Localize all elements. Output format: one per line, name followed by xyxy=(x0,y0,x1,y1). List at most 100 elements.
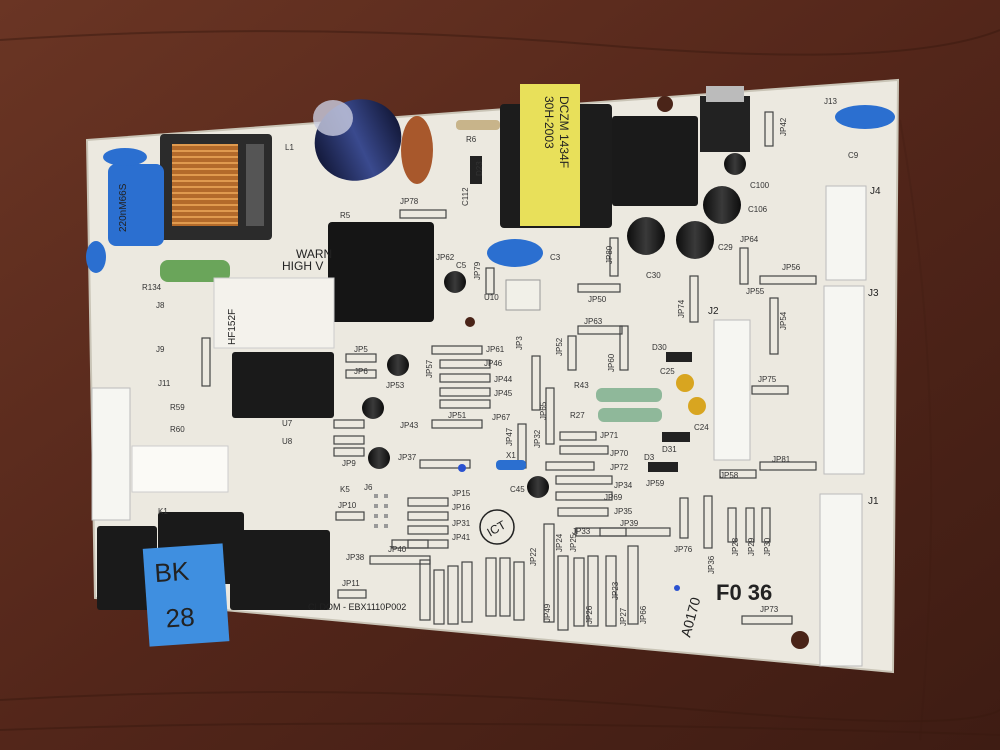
label-jp16: JP16 xyxy=(452,503,471,512)
green-resistor xyxy=(160,260,230,282)
label-jp22: JP22 xyxy=(529,547,538,566)
handwritten-sticker: BK 28 xyxy=(142,543,230,647)
jumper-outlines xyxy=(201,111,817,631)
label-jp33: JP33 xyxy=(572,527,591,536)
label-jp41: JP41 xyxy=(452,533,471,542)
electrolytic-cap xyxy=(387,354,409,376)
blue-disc-capacitor xyxy=(487,239,543,267)
resistor xyxy=(598,408,662,422)
label-jp5: JP5 xyxy=(354,345,368,354)
bulk-capacitor xyxy=(313,99,402,181)
blue-disc-capacitor xyxy=(86,241,106,273)
connector-j4 xyxy=(825,185,867,281)
label-c5: C5 xyxy=(456,261,467,270)
label-c29: C29 xyxy=(718,243,733,252)
electrolytic-cap xyxy=(444,271,466,293)
voltage-regulator xyxy=(700,96,750,152)
label-j3: J3 xyxy=(868,288,879,299)
diode xyxy=(648,462,678,472)
power-terminal-block xyxy=(328,222,434,322)
label-jp38: JP38 xyxy=(346,553,365,562)
label-j4: J4 xyxy=(870,186,881,197)
label-r43: R43 xyxy=(574,381,589,390)
label-c30: C30 xyxy=(646,271,661,280)
electrolytic-cap xyxy=(676,221,714,259)
label-j13: J13 xyxy=(824,97,837,106)
label-jp75: JP75 xyxy=(758,375,777,384)
board-code-f036: F0 36 xyxy=(716,580,772,605)
label-jp69: JP69 xyxy=(604,493,623,502)
heatsink xyxy=(612,116,698,206)
electrolytic-cap xyxy=(627,217,665,255)
label-jp43: JP43 xyxy=(400,421,419,430)
label-d31: D31 xyxy=(662,445,677,454)
label-j6: J6 xyxy=(364,483,373,492)
yellow-tantalum-cap xyxy=(688,397,706,415)
diode xyxy=(662,432,690,442)
black-relay xyxy=(232,352,334,418)
label-jp50: JP50 xyxy=(588,295,607,304)
electrolytic-cap xyxy=(527,476,549,498)
label-jp79: JP79 xyxy=(473,261,482,280)
label-j11: J11 xyxy=(158,379,171,388)
relay-label: HF152F xyxy=(227,309,238,345)
label-r60: R60 xyxy=(170,425,185,434)
blue-disc-capacitor xyxy=(835,105,895,129)
label-jp72: JP72 xyxy=(610,463,629,472)
resistor xyxy=(596,388,662,402)
label-c25: C25 xyxy=(660,367,675,376)
label-c24: C24 xyxy=(694,423,709,432)
board-part-number: CI DOM - EBX1110P002 xyxy=(308,602,406,612)
label-l1: L1 xyxy=(285,143,294,152)
label-jp47: JP47 xyxy=(505,427,514,446)
label-jp67: JP67 xyxy=(492,413,511,422)
connector-j1 xyxy=(819,493,863,667)
filter-cap-label: 220nM66S xyxy=(118,183,129,232)
label-jp74: JP74 xyxy=(677,299,686,318)
label-jp30: JP30 xyxy=(763,537,772,556)
label-jp40: JP40 xyxy=(388,545,407,554)
label-jp80: JP80 xyxy=(605,245,614,264)
label-jp51: JP51 xyxy=(448,411,467,420)
electrolytic-cap xyxy=(703,186,741,224)
label-d30: D30 xyxy=(652,343,667,352)
label-r59: R59 xyxy=(170,403,185,412)
label-c112: C112 xyxy=(461,187,470,206)
label-jp71: JP71 xyxy=(600,431,619,440)
label-jp35: JP35 xyxy=(614,507,633,516)
label-jp49: JP49 xyxy=(543,603,552,622)
label-jp52: JP52 xyxy=(555,337,564,356)
label-j9: J9 xyxy=(156,345,165,354)
label-jp27: JP27 xyxy=(619,607,628,626)
pin-header xyxy=(374,494,388,528)
transformer-label-2: DCZM 1434F xyxy=(557,96,571,168)
label-d3: D3 xyxy=(644,453,655,462)
label-c9: C9 xyxy=(848,151,859,160)
label-jp59: JP59 xyxy=(646,479,665,488)
label-jp78: JP78 xyxy=(400,197,419,206)
ink-dot xyxy=(458,464,466,472)
mounting-hole xyxy=(791,631,809,649)
wood-grain xyxy=(0,29,1000,741)
warning-line-2: HIGH V xyxy=(282,259,323,273)
label-jp36: JP36 xyxy=(707,555,716,574)
label-j2: J2 xyxy=(708,306,719,317)
label-jp60: JP60 xyxy=(607,353,616,372)
label-jp3: JP3 xyxy=(515,336,524,350)
label-jp44: JP44 xyxy=(494,375,513,384)
label-jp29: JP29 xyxy=(747,537,756,556)
resistor xyxy=(456,120,500,130)
sticker-line-2: 28 xyxy=(165,601,196,633)
label-jp32: JP32 xyxy=(533,429,542,448)
label-jp15: JP15 xyxy=(452,489,471,498)
label-r6: R6 xyxy=(466,135,477,144)
label-jp42: JP42 xyxy=(779,117,788,136)
label-jp63: JP63 xyxy=(584,317,603,326)
label-j1: J1 xyxy=(868,496,879,507)
label-jp11: JP11 xyxy=(342,579,360,588)
label-jp24: JP24 xyxy=(555,533,564,552)
label-jp73: JP73 xyxy=(760,605,779,614)
label-jp54: JP54 xyxy=(779,311,788,330)
label-c45: C45 xyxy=(510,485,525,494)
